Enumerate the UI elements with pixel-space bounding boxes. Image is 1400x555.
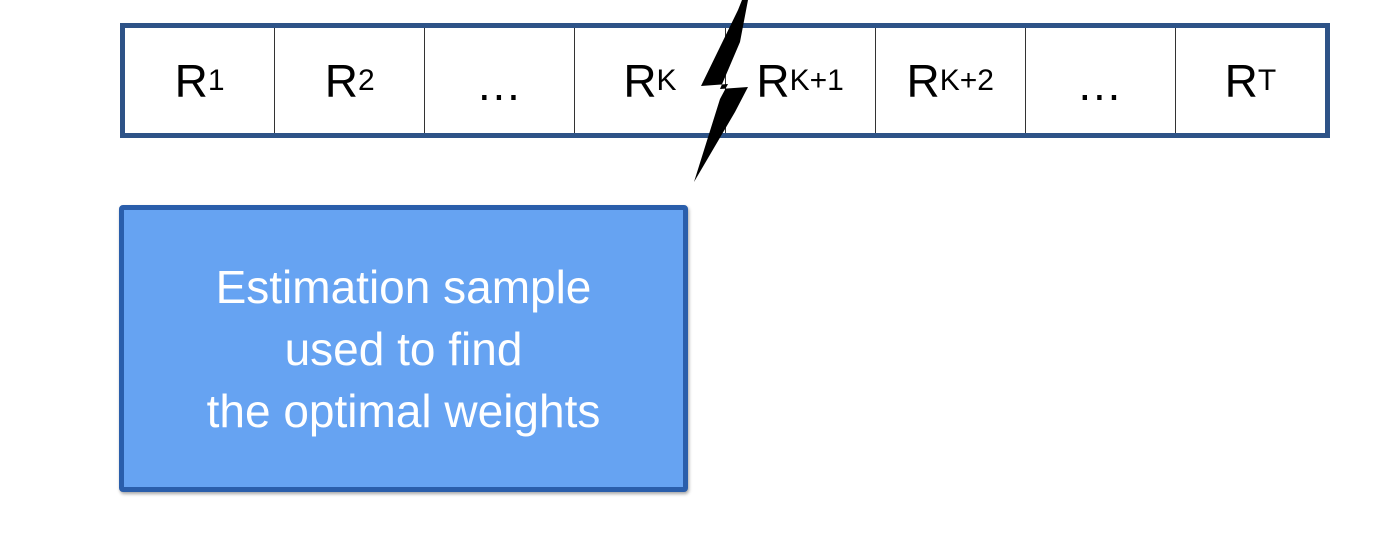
cell-base: R (623, 54, 657, 107)
sample-box-line-2: used to find (284, 322, 523, 375)
sample-box-line-3: the optimal weights (206, 384, 601, 437)
lightning-bolt-shape (694, 0, 748, 182)
estimation-sample-box: Estimation sample used to find the optim… (119, 205, 688, 492)
cell-base: R (1224, 54, 1258, 107)
cell-subscript: K+2 (939, 63, 994, 97)
cell-base: … (1076, 57, 1125, 110)
sample-box-line-1: Estimation sample (215, 260, 592, 313)
cell-base: R (324, 54, 358, 107)
cell-subscript: T (1257, 63, 1277, 97)
cell-base: … (475, 57, 524, 110)
cell-subscript: K (656, 63, 677, 97)
cell-subscript: 2 (357, 63, 375, 97)
cell-base: R (756, 54, 790, 107)
lightning-bolt-icon (694, 0, 748, 182)
cell-ellipsis-left: … (424, 28, 574, 133)
cell-base: R (906, 54, 940, 107)
cell-ellipsis-right: … (1024, 28, 1175, 133)
cell-base: R (174, 54, 208, 107)
cell-subscript: 1 (207, 63, 225, 97)
cell-subscript: K+1 (789, 63, 844, 97)
